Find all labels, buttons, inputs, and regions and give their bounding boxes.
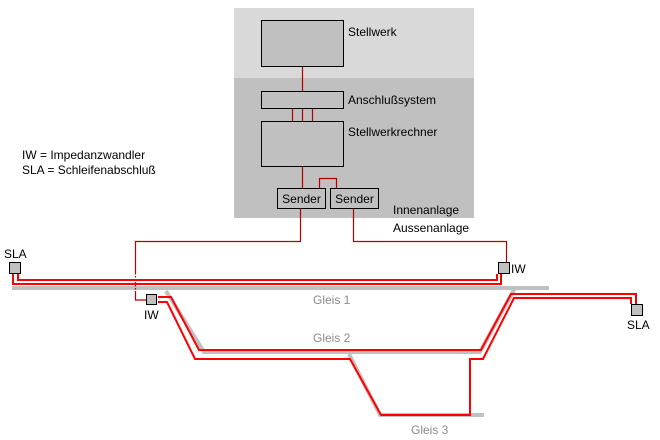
- sender-2-box[interactable]: Sender: [330, 188, 379, 209]
- iw-left-device[interactable]: [146, 294, 157, 305]
- track-gleis-3: [347, 353, 484, 417]
- legend-sla: SLA = Schleifenabschluß: [22, 163, 156, 177]
- loop-gleis-2-upper: [158, 293, 637, 351]
- iw-right-device[interactable]: [498, 262, 510, 274]
- signal-line-sender-link: [318, 177, 338, 188]
- loop-gleis-2-lower: [158, 297, 632, 416]
- gleis-3-label: Gleis 3: [411, 423, 449, 437]
- stellwerkrechner-box[interactable]: [261, 121, 344, 167]
- anschlusssystem-label: Anschlußsystem: [348, 93, 437, 107]
- signal-line-sender1-iw: [134, 292, 147, 301]
- signal-line-sender2-out: [352, 208, 508, 262]
- sla-left-label: SLA: [4, 247, 27, 261]
- anschlusssystem-box[interactable]: [261, 91, 344, 109]
- loop-gleis-1-outer: [17, 274, 498, 281]
- aussenanlage-label: Aussenanlage: [393, 221, 470, 235]
- signal-line-sender1-out: [134, 208, 302, 273]
- legend-iw: IW = Impedanzwandler: [22, 148, 146, 162]
- sla-left-device[interactable]: [9, 262, 21, 274]
- stellwerk-box[interactable]: [261, 20, 344, 67]
- stellwerk-label: Stellwerk: [348, 25, 397, 39]
- gleis-2-label: Gleis 2: [313, 331, 351, 345]
- loop-gleis-1-inner: [12, 274, 502, 285]
- sla-right-label: SLA: [627, 318, 650, 332]
- sender-1-box[interactable]: Sender: [277, 188, 326, 209]
- iw-left-label: IW: [144, 308, 159, 322]
- stellwerkrechner-label: Stellwerkrechner: [348, 125, 438, 139]
- sla-right-device[interactable]: [631, 304, 643, 316]
- iw-right-label: IW: [511, 262, 526, 276]
- innenanlage-label: Innenanlage: [393, 203, 460, 217]
- gleis-1-label: Gleis 1: [313, 293, 351, 307]
